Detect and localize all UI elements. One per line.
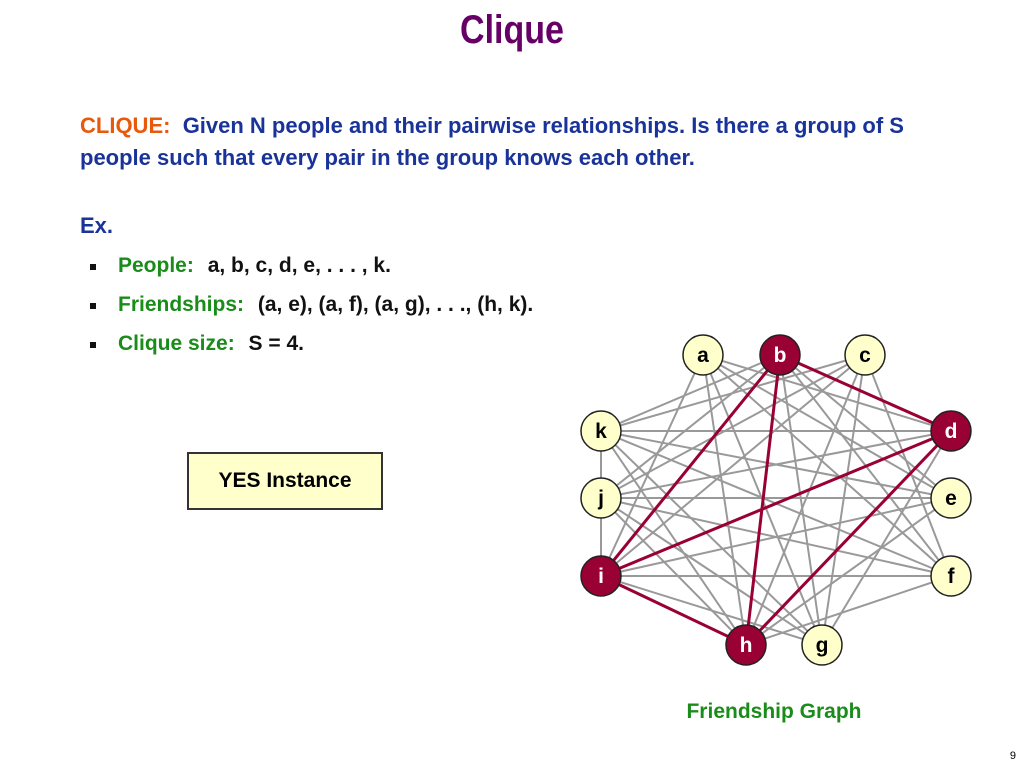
bullet-label: Clique size: bbox=[118, 332, 235, 355]
node-circle bbox=[682, 334, 724, 376]
node-h: h bbox=[725, 624, 767, 666]
example-bullet-list: People: a, b, c, d, e, . . . , k. Friend… bbox=[90, 251, 533, 368]
node-label: c bbox=[859, 344, 871, 367]
bullet-label: Friendships: bbox=[118, 293, 245, 316]
node-circle bbox=[930, 555, 972, 597]
slide-title: Clique bbox=[460, 8, 564, 52]
edge-h-j bbox=[600, 497, 747, 646]
node-f: f bbox=[930, 555, 972, 597]
node-circle bbox=[580, 477, 622, 519]
node-label: k bbox=[595, 420, 607, 443]
node-circle bbox=[930, 477, 972, 519]
clique-edge-d-h bbox=[744, 429, 953, 647]
edge-c-k bbox=[600, 354, 866, 432]
clique-edge-b-h bbox=[744, 354, 782, 646]
clique-edge-b-i bbox=[599, 354, 782, 577]
edge-d-g bbox=[821, 430, 952, 646]
edge-c-i bbox=[600, 354, 866, 577]
node-k: k bbox=[580, 410, 622, 452]
edge-c-f bbox=[864, 354, 952, 577]
bullet-people: People: a, b, c, d, e, . . . , k. bbox=[90, 251, 533, 290]
clique-edge-d-i bbox=[600, 429, 952, 578]
bullet-marker bbox=[90, 264, 96, 270]
node-circle bbox=[725, 624, 767, 666]
definition-text: Given N people and their pairwise relati… bbox=[80, 113, 904, 170]
edge-a-d bbox=[702, 354, 952, 432]
node-label: e bbox=[945, 487, 957, 510]
node-a: a bbox=[682, 334, 724, 376]
problem-definition: CLIQUE: Given N people and their pairwis… bbox=[80, 110, 980, 174]
edge-h-k bbox=[600, 430, 747, 646]
node-label: b bbox=[774, 344, 787, 367]
node-label: g bbox=[816, 634, 829, 657]
bullet-friendships: Friendships: (a, e), (a, f), (a, g), . .… bbox=[90, 290, 533, 329]
clique-edge-h-i bbox=[600, 574, 747, 647]
edge-c-g bbox=[821, 354, 866, 646]
edge-a-h bbox=[702, 354, 747, 646]
edge-b-k bbox=[600, 354, 781, 432]
node-e: e bbox=[930, 477, 972, 519]
edge-a-f bbox=[702, 354, 952, 577]
edge-a-i bbox=[600, 354, 704, 577]
node-i: i bbox=[580, 555, 622, 597]
edge-e-k bbox=[600, 430, 952, 499]
node-circle bbox=[580, 410, 622, 452]
graph-caption: Friendship Graph bbox=[686, 700, 862, 723]
edge-f-h bbox=[745, 575, 952, 646]
edge-b-e bbox=[779, 354, 952, 499]
node-circle bbox=[759, 334, 801, 376]
node-label: f bbox=[948, 565, 956, 588]
node-b: b bbox=[759, 334, 801, 376]
edge-e-h bbox=[745, 497, 952, 646]
bullet-clique-size: Clique size: S = 4. bbox=[90, 329, 533, 368]
node-label: i bbox=[598, 565, 604, 588]
edge-g-k bbox=[600, 430, 823, 646]
node-d: d bbox=[930, 410, 972, 452]
node-label: h bbox=[740, 634, 753, 657]
node-label: a bbox=[697, 344, 709, 367]
edge-c-h bbox=[745, 354, 866, 646]
node-circle bbox=[801, 624, 843, 666]
bullet-text: (a, e), (a, f), (a, g), . . ., (h, k). bbox=[257, 293, 534, 316]
definition-keyword: CLIQUE: bbox=[80, 113, 171, 138]
node-circle bbox=[930, 410, 972, 452]
yes-instance-box: YES Instance bbox=[187, 452, 383, 510]
node-circle bbox=[580, 555, 622, 597]
bullet-text: a, b, c, d, e, . . . , k. bbox=[207, 254, 391, 277]
bullet-text: S = 4. bbox=[248, 332, 304, 355]
node-label: j bbox=[597, 487, 604, 510]
edge-g-j bbox=[600, 497, 823, 646]
node-g: g bbox=[801, 624, 843, 666]
page-number: 9 bbox=[1009, 750, 1016, 762]
example-label: Ex. bbox=[80, 213, 114, 238]
node-j: j bbox=[580, 477, 622, 519]
bullet-label: People: bbox=[118, 254, 194, 277]
node-c: c bbox=[844, 334, 886, 376]
node-label: d bbox=[945, 420, 958, 443]
bullet-marker bbox=[90, 303, 96, 309]
edge-f-j bbox=[600, 497, 952, 577]
bullet-marker bbox=[90, 342, 96, 348]
clique-edge-b-d bbox=[779, 353, 952, 433]
node-circle bbox=[844, 334, 886, 376]
